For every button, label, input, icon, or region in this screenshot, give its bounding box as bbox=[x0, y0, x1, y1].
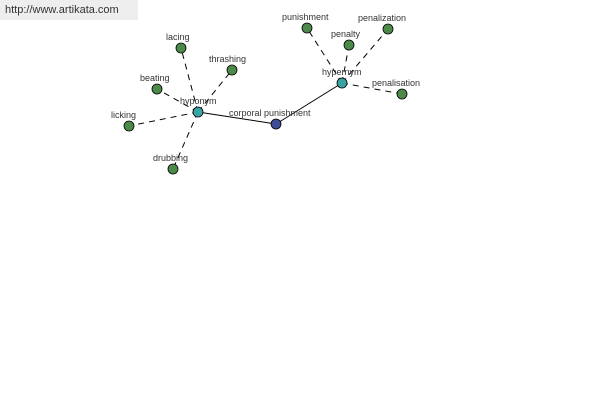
node-thrashing[interactable] bbox=[226, 64, 238, 76]
edge-center-hyponym bbox=[197, 111, 277, 125]
node-hypernym-hub[interactable] bbox=[336, 77, 348, 89]
edge-hyponym-beating bbox=[156, 88, 199, 113]
node-penalisation[interactable] bbox=[396, 88, 408, 100]
label-drubbing[interactable]: drubbing bbox=[153, 153, 188, 163]
label-thrashing[interactable]: thrashing bbox=[209, 54, 246, 64]
node-penalization[interactable] bbox=[382, 23, 394, 35]
node-lacing[interactable] bbox=[175, 42, 187, 54]
edge-hypernym-penalization bbox=[341, 28, 389, 84]
node-punishment[interactable] bbox=[301, 22, 313, 34]
edge-hypernym-penalty bbox=[341, 44, 350, 84]
label-corporal-punishment[interactable]: corporal punishment bbox=[229, 108, 311, 118]
edge-hyponym-thrashing bbox=[197, 69, 233, 113]
node-drubbing[interactable] bbox=[167, 163, 179, 175]
label-penalization[interactable]: penalization bbox=[358, 13, 406, 23]
label-licking[interactable]: licking bbox=[111, 110, 136, 120]
node-hyponym-hub[interactable] bbox=[192, 106, 204, 118]
node-beating[interactable] bbox=[151, 83, 163, 95]
edge-center-hypernym bbox=[275, 82, 343, 125]
edge-hyponym-lacing bbox=[180, 47, 199, 113]
label-beating[interactable]: beating bbox=[140, 73, 170, 83]
label-hyponym[interactable]: hyponym bbox=[180, 96, 217, 106]
label-punishment[interactable]: punishment bbox=[282, 12, 329, 22]
label-penalisation[interactable]: penalisation bbox=[372, 78, 420, 88]
edge-hyponym-licking bbox=[128, 111, 199, 127]
label-hypernym[interactable]: hypernym bbox=[322, 67, 362, 77]
node-licking[interactable] bbox=[123, 120, 135, 132]
node-corporal-punishment[interactable] bbox=[270, 118, 282, 130]
label-penalty[interactable]: penalty bbox=[331, 29, 361, 39]
node-penalty[interactable] bbox=[343, 39, 355, 51]
label-lacing[interactable]: lacing bbox=[166, 32, 190, 42]
source-url-banner[interactable]: http://www.artikata.com bbox=[0, 0, 138, 20]
